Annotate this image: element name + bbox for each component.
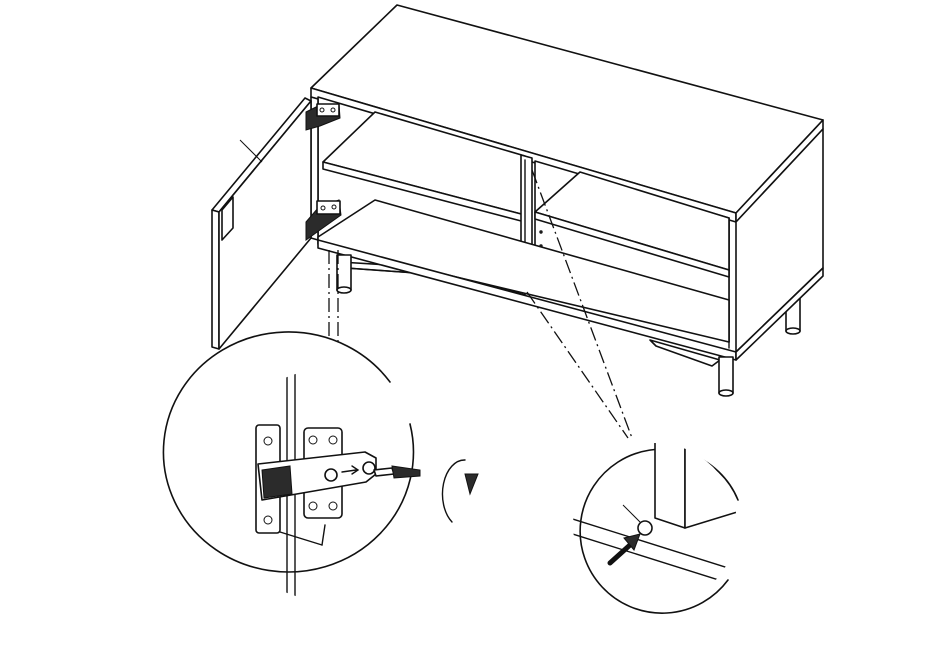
shelf-pin-detail [560,420,760,613]
divider-panel [655,430,685,528]
shelf-pin [638,521,652,535]
door-pointer-line [240,140,262,162]
leg-front-left [337,255,351,293]
hinge-detail [163,332,478,600]
rotate-clockwise-arrow-icon [442,460,478,522]
hinge-adjust-screw [363,462,375,474]
leg-front-right [719,357,733,396]
door-open [212,98,311,349]
